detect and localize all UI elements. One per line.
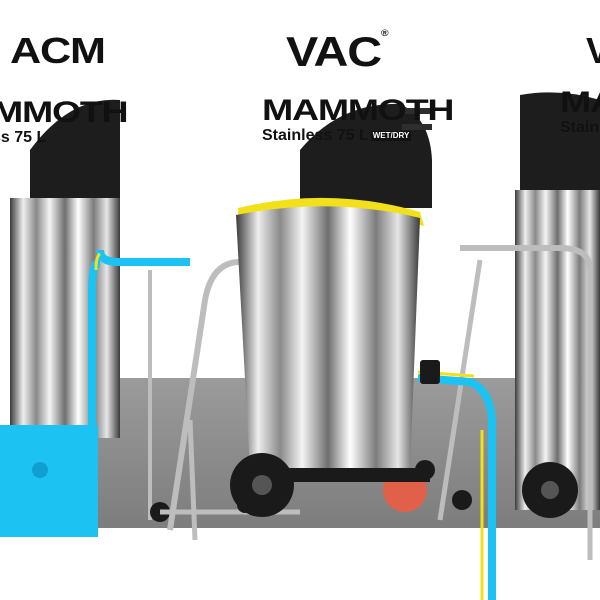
- brand-logo-right: V: [586, 30, 600, 72]
- hose-left-icon: [96, 249, 190, 266]
- tank-left: [10, 198, 120, 438]
- vacuum-center: [160, 103, 440, 541]
- accessory-panel-icon: [0, 425, 98, 537]
- brand-logo-center: VAC®: [286, 28, 389, 76]
- vacuum-right: [383, 92, 600, 600]
- model-label-left: MMOTH ss 75 L: [0, 98, 129, 146]
- model-name-center: MAMMOTH: [262, 94, 454, 127]
- trademark-symbol: ®: [380, 28, 389, 38]
- model-name-right: MAM: [560, 86, 600, 119]
- brand-logo-left: ACM: [10, 30, 106, 72]
- wet-dry-badge: WET/DRY: [370, 130, 412, 141]
- hose-right-icon: [417, 374, 496, 600]
- tank-center-icon: [236, 206, 420, 478]
- model-sub-center-text: Stainless 75 L: [262, 127, 369, 144]
- model-label-right: MAM Stainless: [560, 88, 600, 136]
- tank-lid-icon: [300, 103, 432, 208]
- brand-logo-left-text: ACM: [10, 30, 106, 71]
- vacuum-left: [0, 99, 190, 537]
- tank-right: [515, 190, 600, 510]
- model-name-left: MMOTH: [0, 96, 129, 129]
- lid-right-icon: [520, 92, 600, 190]
- brand-logo-center-text: VAC: [286, 28, 382, 75]
- model-sub-left: ss 75 L: [0, 129, 47, 146]
- model-sub-right: Stainless: [560, 119, 600, 136]
- lid-left-icon: [30, 99, 120, 200]
- brand-logo-right-text: V: [586, 30, 600, 71]
